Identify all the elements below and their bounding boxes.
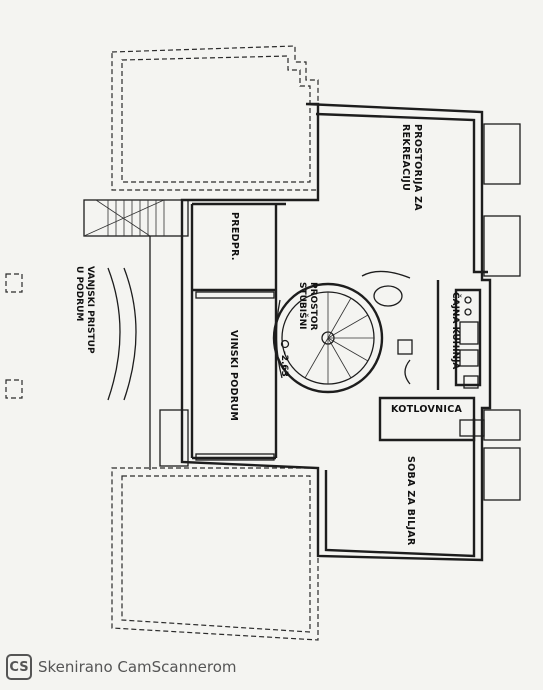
label-elevation-group: -2.63 <box>279 339 290 377</box>
label-wine-cellar-group: VINSKI PODRUM <box>228 330 239 421</box>
label-entrance: PREDPR. <box>229 212 240 261</box>
spiral-staircase <box>272 282 384 394</box>
label-stair-line2: PROSTOR <box>308 282 318 330</box>
label-elevation: -2.63 <box>279 351 289 377</box>
label-entrance-group: PREDPR. <box>229 212 240 261</box>
label-outdoor-line1: VANJSKI PRISTUP <box>85 266 95 354</box>
label-recreation-line1: PROSTORIJA ZA <box>412 124 423 211</box>
marker-square-top <box>5 273 23 293</box>
scanner-watermark: CS Skenirano CamScannerom <box>6 652 237 682</box>
bathroom-fixtures <box>361 270 413 385</box>
marker-square-bottom <box>5 379 23 399</box>
label-tea-kitchen-group: ČAJNA KUHINJA <box>450 292 462 369</box>
label-stair-space: STUBIŠNI PROSTOR <box>297 282 318 330</box>
label-tea-kitchen: ČAJNA KUHINJA <box>450 292 462 369</box>
label-recreation-line2: REKREACIJU <box>400 124 411 191</box>
outdoor-path <box>107 236 189 470</box>
hatched-walls <box>195 291 275 461</box>
label-recreation: PROSTORIJA ZA REKREACIJU <box>400 124 423 211</box>
camscanner-logo-icon: CS <box>6 654 32 680</box>
building-walls <box>180 102 492 562</box>
label-outdoor-access: VANJSKI PRISTUP U PODRUM <box>74 266 95 354</box>
outdoor-stair <box>83 199 189 237</box>
terrace-top-outline <box>111 45 319 191</box>
label-billiard-group: SOBA ZA BILJAR <box>405 456 416 546</box>
label-wine-cellar: VINSKI PODRUM <box>228 330 239 421</box>
kitchen-fixtures <box>459 296 485 437</box>
terrace-bottom-outline <box>111 467 319 641</box>
label-stair-line1: STUBIŠNI <box>297 282 309 330</box>
watermark-text: Skenirano CamScannerom <box>38 658 237 676</box>
label-boiler-room: KOTLOVNICA <box>391 404 463 415</box>
label-billiard-room: SOBA ZA BILJAR <box>405 456 416 546</box>
label-outdoor-line2: U PODRUM <box>74 266 84 321</box>
